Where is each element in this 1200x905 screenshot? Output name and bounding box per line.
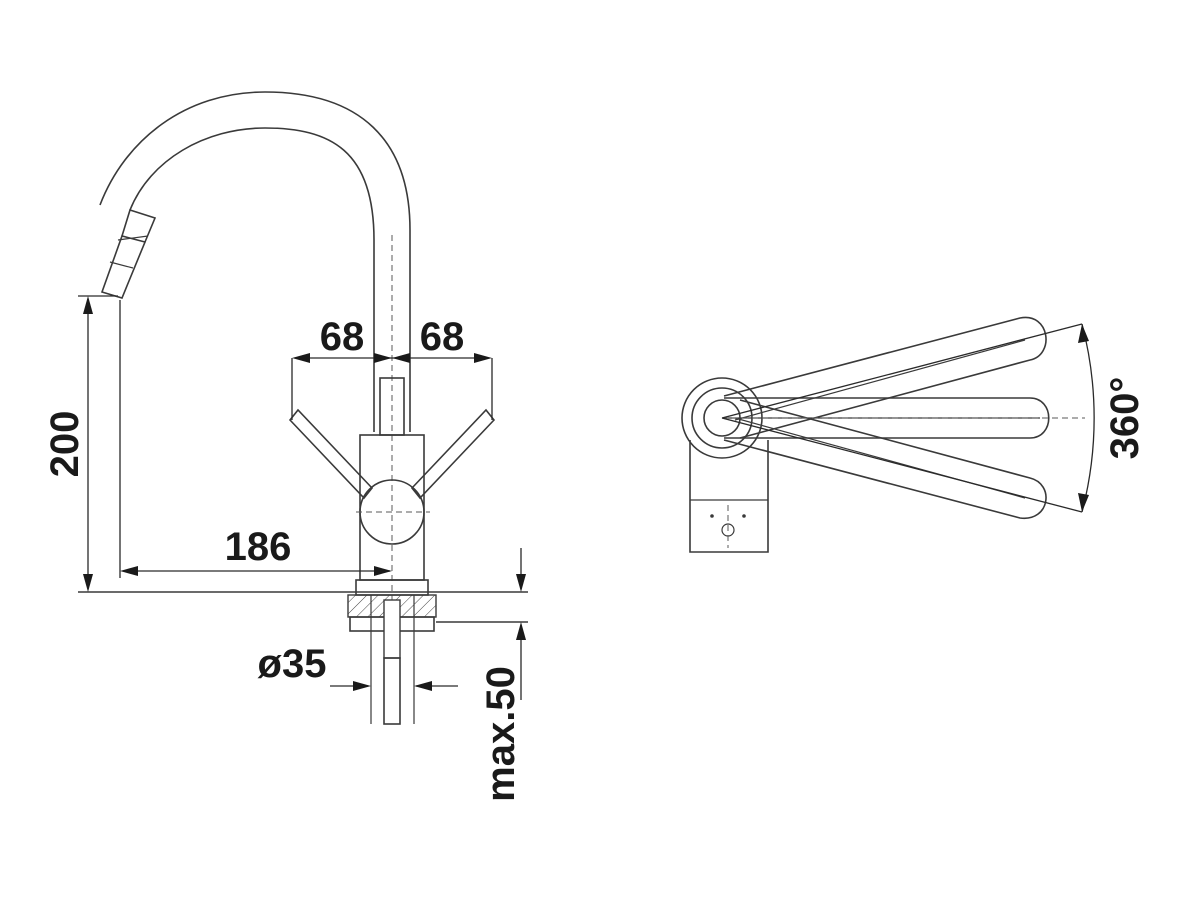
dimension-reach-label: 186: [225, 525, 292, 569]
dimension-hole: ø35: [258, 642, 458, 691]
dimension-hole-label: ø35: [258, 642, 327, 686]
dimension-height: 200: [43, 295, 118, 592]
countertop: [78, 579, 528, 725]
top-view: 360°: [681, 316, 1147, 553]
faucet-body: [356, 377, 430, 581]
spout-arm-upper: [723, 316, 1047, 439]
dimension-height-label: 200: [43, 411, 87, 478]
dimension-lever-right-label: 68: [420, 315, 465, 359]
dimension-swivel-label: 360°: [1103, 377, 1147, 460]
side-view: 200 186 68 68 ø35: [43, 91, 528, 802]
dimension-lever-left-label: 68: [320, 315, 365, 359]
dimension-thickness: max.50: [479, 548, 526, 802]
dimension-thickness-label: max.50: [479, 666, 523, 802]
dimension-swivel: 360°: [721, 323, 1147, 513]
dimension-levers: 68 68: [291, 315, 493, 420]
dimension-reach: 186: [119, 300, 392, 578]
